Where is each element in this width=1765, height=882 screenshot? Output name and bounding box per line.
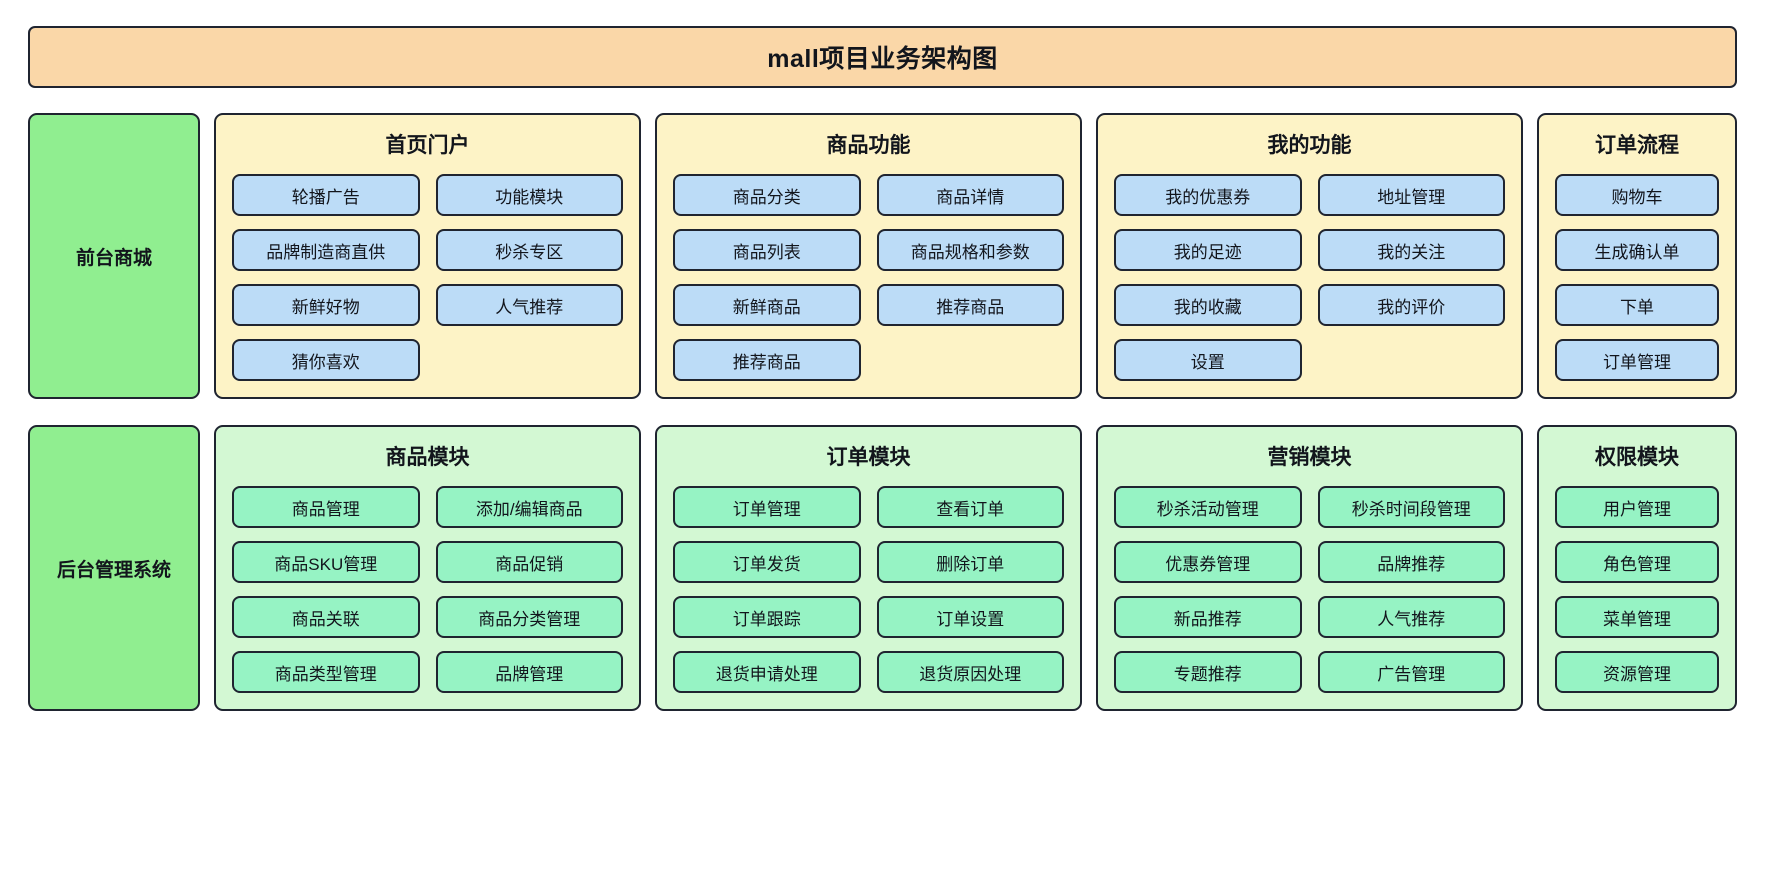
item-box[interactable]: 商品详情 [876,174,1064,216]
item-box[interactable]: 秒杀活动管理 [1114,486,1302,528]
item-box[interactable]: 商品分类管理 [435,596,623,638]
item-box[interactable]: 商品SKU管理 [232,541,420,583]
group-order-flow: 订单流程 购物车 生成确认单 下单 订单管理 [1537,113,1737,399]
item-box[interactable]: 推荐商品 [673,339,861,381]
item-box[interactable]: 退货申请处理 [673,651,861,693]
group-marketing-module: 营销模块 秒杀活动管理 秒杀时间段管理 优惠券管理 品牌推荐 新品推荐 人气推荐… [1096,425,1523,711]
group-title: 首页门户 [385,134,470,157]
page-title: mall项目业务架构图 [767,45,998,73]
item-box[interactable]: 订单管理 [1555,339,1719,381]
side-label-frontend: 前台商城 [28,113,200,399]
item-box[interactable]: 用户管理 [1555,486,1719,528]
item-box[interactable]: 我的关注 [1317,229,1505,271]
item-box[interactable]: 资源管理 [1555,651,1719,693]
item-box[interactable]: 退货原因处理 [876,651,1064,693]
group-title: 商品模块 [385,446,470,469]
group-title: 营销模块 [1267,446,1352,469]
group-items: 商品分类 商品详情 商品列表 商品规格和参数 新鲜商品 推荐商品 推荐商品 [673,174,1064,381]
row-frontend: 前台商城 首页门户 轮播广告 功能模块 品牌制造商直供 秒杀专区 新鲜好物 人气… [28,113,1737,399]
item-box[interactable]: 菜单管理 [1555,596,1719,638]
item-box[interactable]: 商品分类 [673,174,861,216]
group-product-module: 商品模块 商品管理 添加/编辑商品 商品SKU管理 商品促销 商品关联 商品分类… [214,425,641,711]
item-box[interactable]: 品牌推荐 [1317,541,1505,583]
item-box[interactable]: 新鲜商品 [673,284,861,326]
side-label-text: 后台管理系统 [56,559,171,581]
side-label-text: 前台商城 [75,247,152,269]
item-box[interactable]: 商品类型管理 [232,651,420,693]
group-items: 秒杀活动管理 秒杀时间段管理 优惠券管理 品牌推荐 新品推荐 人气推荐 专题推荐… [1114,486,1505,693]
item-box[interactable]: 专题推荐 [1114,651,1302,693]
item-box[interactable]: 品牌管理 [435,651,623,693]
group-title: 订单流程 [1595,134,1679,157]
side-label-backend: 后台管理系统 [28,425,200,711]
group-items: 用户管理 角色管理 菜单管理 资源管理 [1555,486,1719,693]
group-items: 商品管理 添加/编辑商品 商品SKU管理 商品促销 商品关联 商品分类管理 商品… [232,486,623,693]
item-box[interactable]: 人气推荐 [435,284,623,326]
item-box[interactable]: 添加/编辑商品 [435,486,623,528]
item-box[interactable]: 订单发货 [673,541,861,583]
item-box[interactable]: 我的收藏 [1114,284,1302,326]
item-box[interactable]: 生成确认单 [1555,229,1719,271]
item-box[interactable]: 轮播广告 [232,174,420,216]
item-box[interactable]: 品牌制造商直供 [232,229,420,271]
group-order-module: 订单模块 订单管理 查看订单 订单发货 删除订单 订单跟踪 订单设置 退货申请处… [655,425,1082,711]
item-box[interactable]: 商品列表 [673,229,861,271]
diagram-title-banner: mall项目业务架构图 [28,26,1737,88]
item-box[interactable]: 角色管理 [1555,541,1719,583]
group-title: 订单模块 [826,446,911,469]
item-box[interactable]: 广告管理 [1317,651,1505,693]
item-box[interactable]: 商品关联 [232,596,420,638]
item-box[interactable]: 我的优惠券 [1114,174,1302,216]
item-box[interactable]: 优惠券管理 [1114,541,1302,583]
item-box[interactable]: 秒杀专区 [435,229,623,271]
item-box[interactable]: 订单跟踪 [673,596,861,638]
row-backend: 后台管理系统 商品模块 商品管理 添加/编辑商品 商品SKU管理 商品促销 商品… [28,425,1737,711]
item-box[interactable]: 商品管理 [232,486,420,528]
item-box[interactable]: 商品规格和参数 [876,229,1064,271]
group-homepage-portal: 首页门户 轮播广告 功能模块 品牌制造商直供 秒杀专区 新鲜好物 人气推荐 猜你… [214,113,641,399]
item-box[interactable]: 人气推荐 [1317,596,1505,638]
item-box[interactable]: 查看订单 [876,486,1064,528]
item-box[interactable]: 功能模块 [435,174,623,216]
item-box[interactable]: 下单 [1555,284,1719,326]
group-title: 权限模块 [1595,446,1679,469]
item-box[interactable]: 新鲜好物 [232,284,420,326]
group-permission-module: 权限模块 用户管理 角色管理 菜单管理 资源管理 [1537,425,1737,711]
item-box[interactable]: 商品促销 [435,541,623,583]
group-items: 我的优惠券 地址管理 我的足迹 我的关注 我的收藏 我的评价 设置 [1114,174,1505,381]
group-items: 轮播广告 功能模块 品牌制造商直供 秒杀专区 新鲜好物 人气推荐 猜你喜欢 [232,174,623,381]
item-box[interactable]: 秒杀时间段管理 [1317,486,1505,528]
item-box[interactable]: 猜你喜欢 [232,339,420,381]
item-box[interactable]: 我的评价 [1317,284,1505,326]
item-box[interactable]: 推荐商品 [876,284,1064,326]
group-title: 我的功能 [1267,134,1352,157]
item-box[interactable]: 订单设置 [876,596,1064,638]
group-items: 订单管理 查看订单 订单发货 删除订单 订单跟踪 订单设置 退货申请处理 退货原… [673,486,1064,693]
item-box[interactable]: 订单管理 [673,486,861,528]
item-box[interactable]: 删除订单 [876,541,1064,583]
item-box[interactable]: 地址管理 [1317,174,1505,216]
item-box[interactable]: 我的足迹 [1114,229,1302,271]
group-items: 购物车 生成确认单 下单 订单管理 [1555,174,1719,381]
item-box[interactable]: 设置 [1114,339,1302,381]
group-product-features: 商品功能 商品分类 商品详情 商品列表 商品规格和参数 新鲜商品 推荐商品 推荐… [655,113,1082,399]
item-box[interactable]: 新品推荐 [1114,596,1302,638]
item-box[interactable]: 购物车 [1555,174,1719,216]
group-my-features: 我的功能 我的优惠券 地址管理 我的足迹 我的关注 我的收藏 我的评价 设置 [1096,113,1523,399]
group-title: 商品功能 [826,134,911,157]
